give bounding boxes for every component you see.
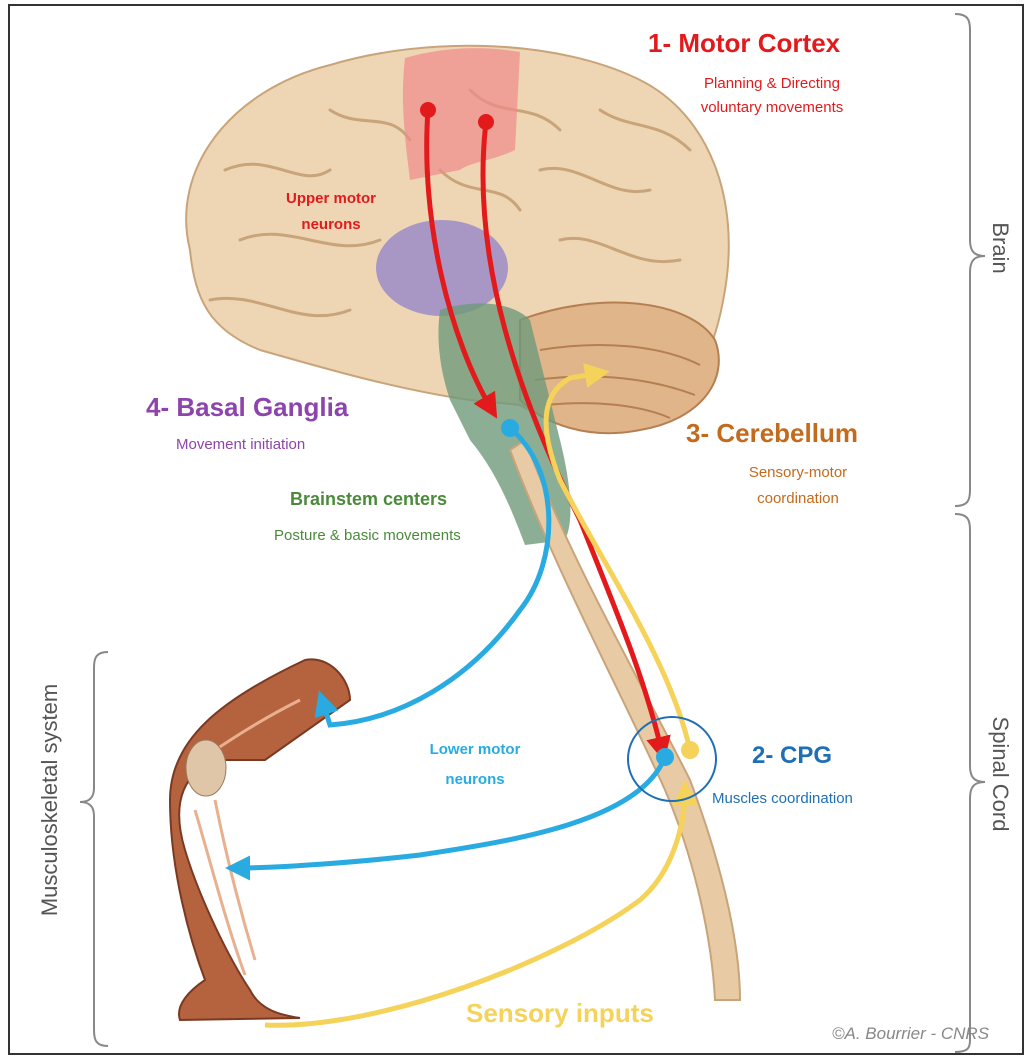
musculoskeletal-side-label: Musculoskeletal system: [37, 684, 63, 916]
sensory-neuron-soma: [681, 741, 699, 759]
upper-motor-line-1: Upper motor: [256, 186, 406, 212]
motor-cortex-description: Planning & Directing voluntary movements: [656, 72, 888, 120]
motor-cortex-title: 1- Motor Cortex: [648, 28, 840, 59]
spinal-cord-side-label: Spinal Cord: [987, 717, 1013, 832]
motor-cortex-line-2: voluntary movements: [656, 96, 888, 120]
cerebellum-title: 3- Cerebellum: [686, 418, 858, 449]
sensory-input-path-foot: [265, 790, 685, 1025]
brainstem-neuron-soma: [501, 419, 519, 437]
cerebellum-description: Sensory-motor coordination: [698, 460, 898, 512]
spinal-cord: [510, 440, 740, 1000]
musculoskeletal-bracket: [80, 652, 108, 1046]
upper-motor-line-2: neurons: [256, 212, 406, 238]
cpg-neuron-soma: [656, 748, 674, 766]
cerebellum-line-1: Sensory-motor: [698, 460, 898, 486]
image-credit: ©A. Bourrier - CNRS: [832, 1024, 989, 1044]
leg-muscles: [170, 659, 350, 1020]
basal-ganglia-title: 4- Basal Ganglia: [146, 392, 348, 423]
upper-motor-neuron-soma-2: [478, 114, 494, 130]
cpg-description: Muscles coordination: [712, 790, 853, 807]
spinal-cord-bracket: [955, 514, 985, 1052]
basal-ganglia-description: Movement initiation: [176, 436, 305, 453]
cerebellum-line-2: coordination: [698, 486, 898, 512]
motor-cortex-line-1: Planning & Directing: [656, 72, 888, 96]
cpg-title: 2- CPG: [752, 742, 832, 770]
lower-motor-line-1: Lower motor: [400, 735, 550, 765]
lower-motor-line-2: neurons: [400, 765, 550, 795]
sensory-inputs-label: Sensory inputs: [466, 998, 654, 1029]
brain-bracket: [955, 14, 985, 506]
lower-motor-neurons-label: Lower motor neurons: [400, 735, 550, 795]
brainstem-title: Brainstem centers: [290, 489, 447, 510]
upper-motor-neuron-soma-1: [420, 102, 436, 118]
brainstem-description: Posture & basic movements: [274, 527, 461, 544]
brain-side-label: Brain: [987, 222, 1013, 273]
upper-motor-neurons-label: Upper motor neurons: [256, 186, 406, 238]
